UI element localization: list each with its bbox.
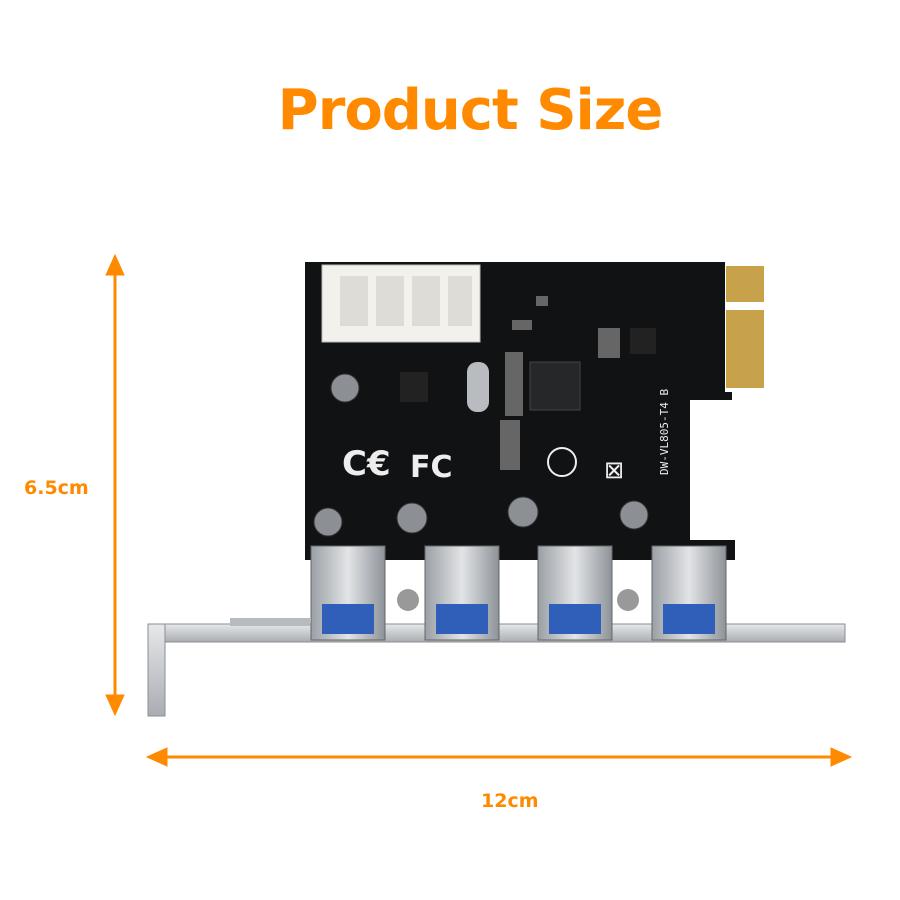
svg-text:C€: C€ [342,444,391,484]
usb-ports [310,545,727,641]
width-label: 12cm [481,790,539,812]
molex-connector [321,264,481,343]
svg-text:⊠: ⊠ [604,456,624,484]
height-label: 6.5cm [24,477,89,499]
capacitors [313,373,649,537]
svg-text:FC: FC [410,450,453,485]
crystal [467,362,489,412]
model-label: DW-VL805-T4 B [658,389,671,475]
usb-port-2 [424,545,500,641]
gold-fingers [726,266,764,388]
page-title: Product Size [277,78,664,143]
usb-port-1 [310,545,386,641]
usb-port-3 [537,545,613,641]
usb-port-4 [651,545,727,641]
height-arrow [105,253,125,717]
width-arrow [145,747,853,767]
controller-chip [529,361,581,411]
pcb-board: C€ FC ⊠ DW-VL805-T4 B [305,262,764,611]
